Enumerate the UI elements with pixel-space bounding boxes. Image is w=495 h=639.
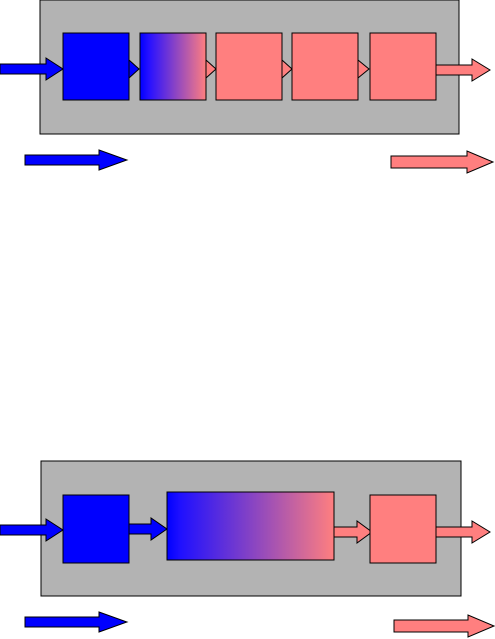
bottom-legend-blue-arrow — [25, 612, 127, 632]
bottom-legend-pink-arrow — [394, 615, 494, 637]
top-diagram — [0, 0, 490, 134]
top-legend-blue-arrow — [25, 150, 127, 170]
top-stage-5-pink — [370, 33, 436, 100]
top-stage-1-blue — [63, 33, 129, 100]
top-stage-3-pink — [216, 33, 282, 100]
bottom-diagram — [0, 461, 490, 596]
top-stage-2-gradient — [140, 33, 206, 100]
top-stage-4-pink — [292, 33, 358, 100]
bottom-stage-3-pink — [370, 495, 436, 563]
bottom-stage-2-gradient — [167, 492, 334, 560]
top-legend-pink-arrow — [391, 151, 493, 173]
bottom-stage-1-blue — [63, 495, 129, 563]
